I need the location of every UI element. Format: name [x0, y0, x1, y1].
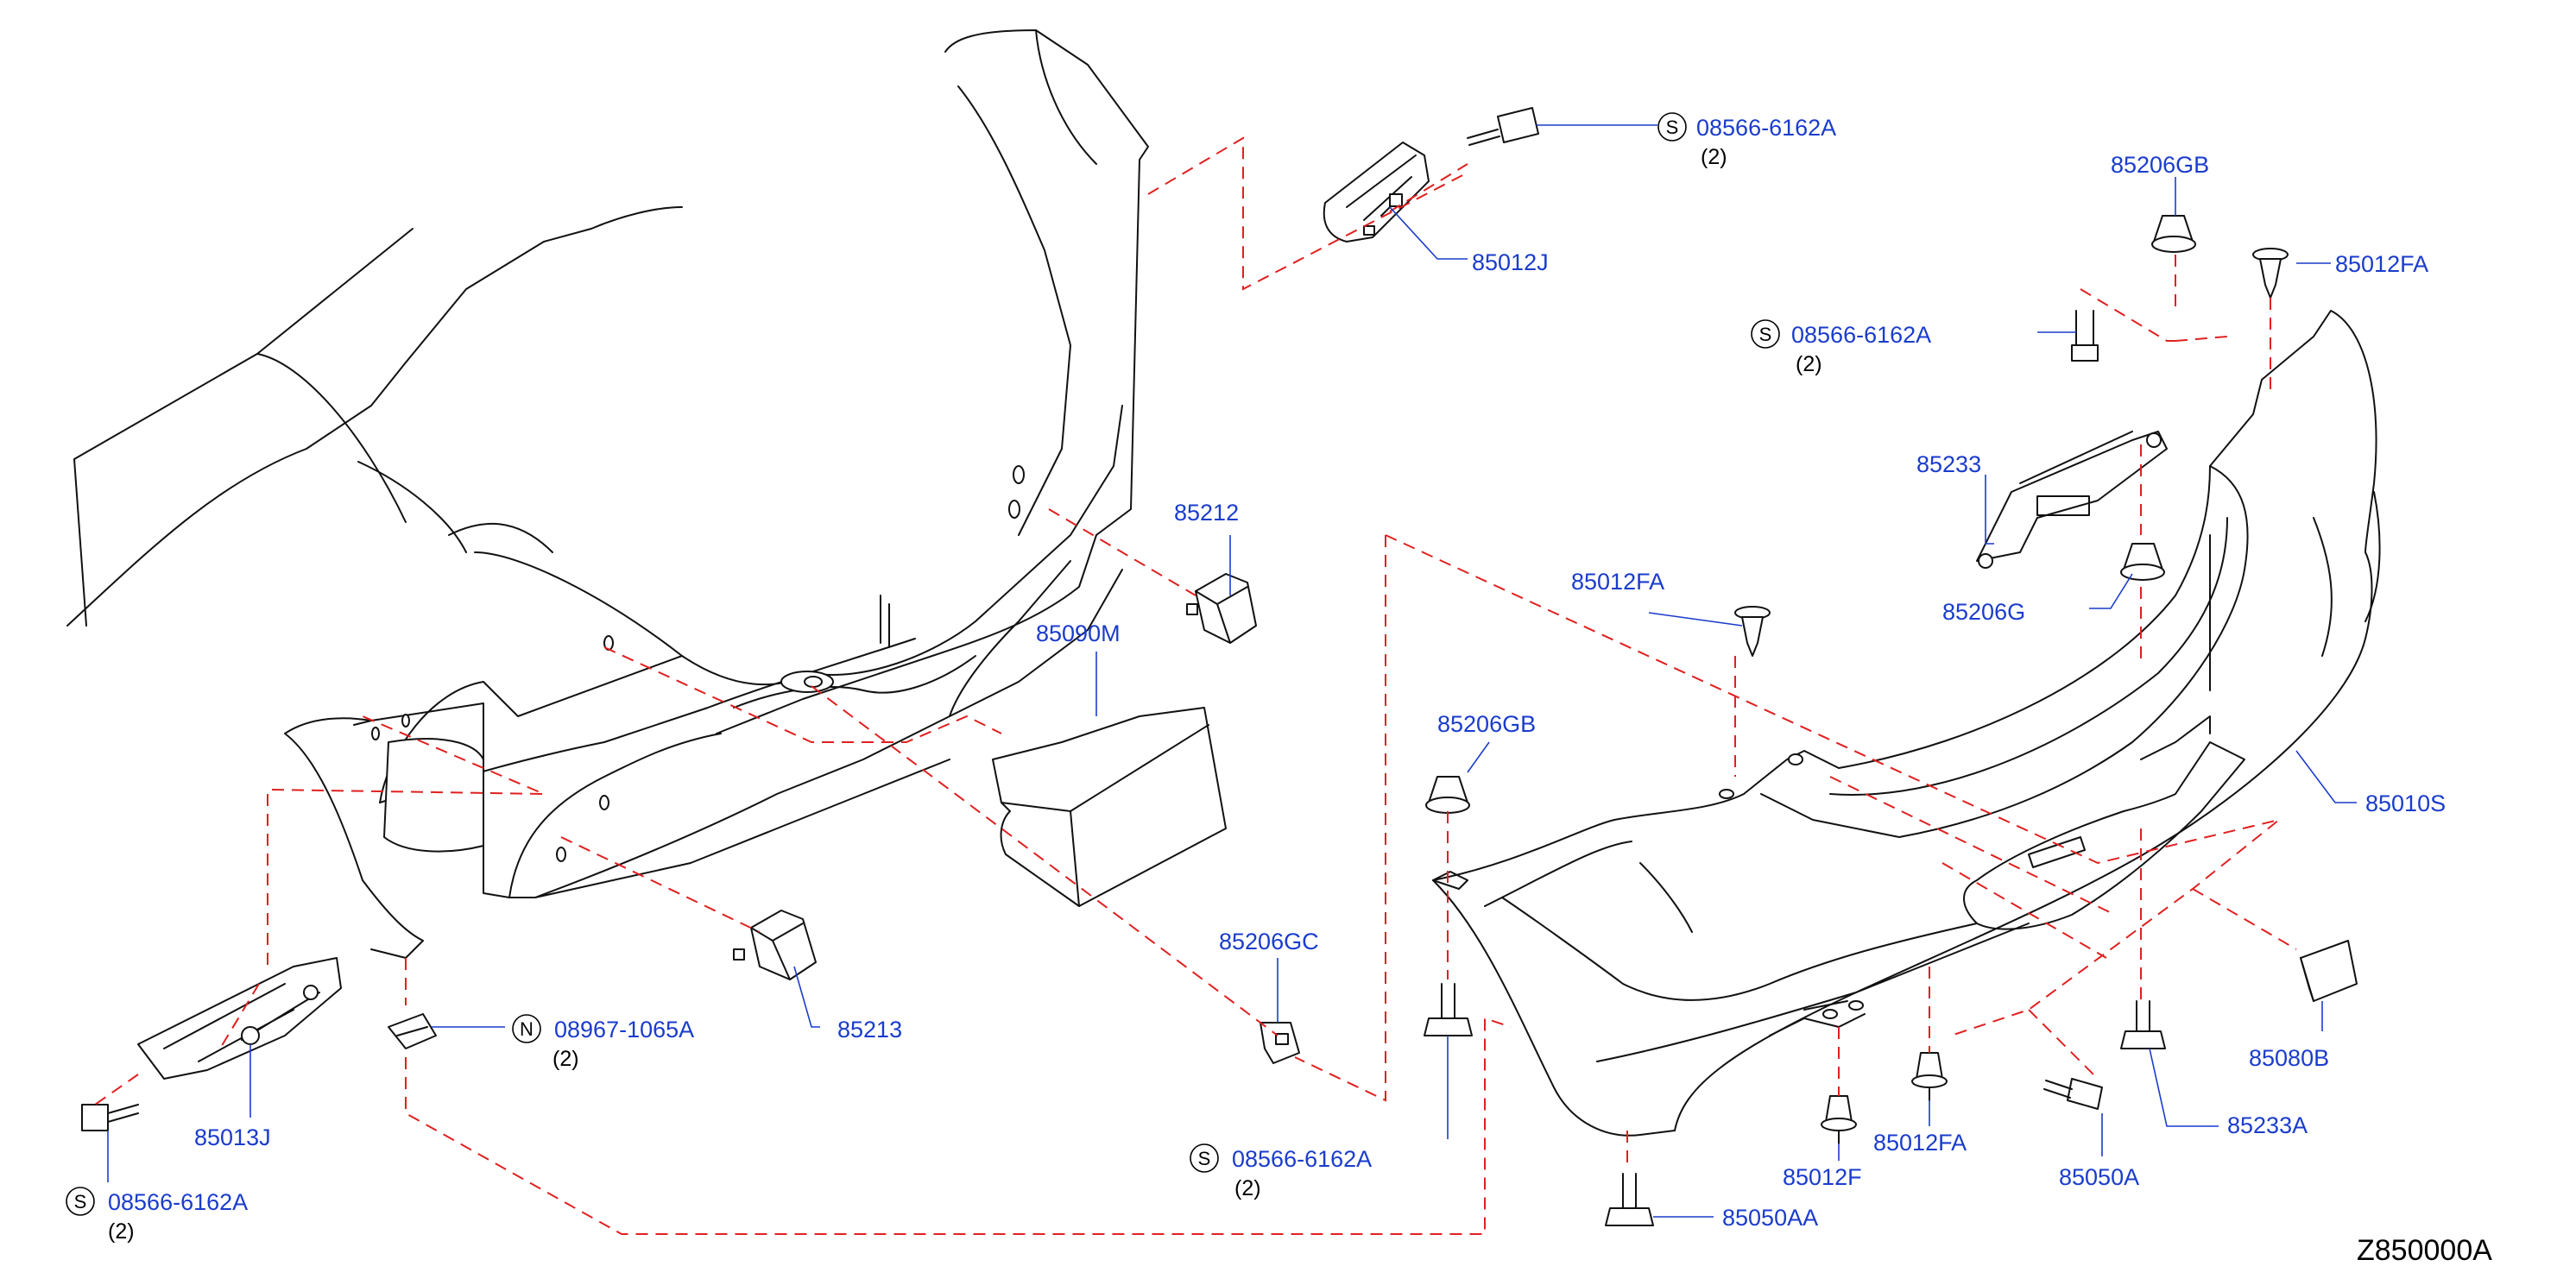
rivet-85012FA-mid	[1734, 606, 1771, 657]
part-label-85233A[interactable]: 85233A	[2227, 1112, 2308, 1138]
bolt-85233A	[2120, 1000, 2166, 1049]
clip-85206G	[2120, 543, 2165, 581]
bolt-85050A	[2043, 1078, 2103, 1110]
part-label-85050A[interactable]: 85050A	[2059, 1164, 2139, 1190]
bracket-85213	[733, 910, 817, 980]
part-label-85233[interactable]: 85233	[1916, 451, 1981, 477]
clip-85206GC	[1260, 1022, 1300, 1064]
qty-label-08967: (2)	[552, 1047, 579, 1071]
part-label-08566-6162A-right[interactable]: 08566-6162A	[1791, 322, 1931, 348]
rivet-85012FA-low	[1911, 1052, 1948, 1101]
part-label-85012FA-mid[interactable]: 85012FA	[1571, 569, 1664, 595]
bracket-85212	[1186, 573, 1257, 644]
rear-bumper-fascia-85010S	[1432, 310, 2381, 1137]
part-label-85010S[interactable]: 85010S	[2365, 791, 2446, 816]
bracket-85012J	[1323, 142, 1430, 243]
badge-l5: S	[1751, 319, 1780, 349]
rivet-85012FA-top	[2252, 248, 2289, 299]
badge-l15: N	[512, 1014, 541, 1043]
svg-text:N: N	[520, 1018, 534, 1040]
part-label-08566-6162A-bottom[interactable]: 08566-6162A	[1232, 1146, 1372, 1172]
bolt-08566-top	[1467, 107, 1539, 146]
badge-l1: S	[1657, 112, 1687, 142]
svg-text:S: S	[74, 1191, 87, 1213]
svg-text:S: S	[1759, 324, 1772, 345]
part-label-85013J[interactable]: 85013J	[194, 1124, 271, 1150]
bracket-85013J	[137, 957, 342, 1080]
part-label-08566-6162A-left[interactable]: 08566-6162A	[108, 1189, 248, 1215]
part-label-85080B[interactable]: 85080B	[2249, 1045, 2329, 1071]
badge-l19: S	[1190, 1143, 1219, 1173]
part-label-85050AA[interactable]: 85050AA	[1722, 1205, 1818, 1231]
bolt-08566-right	[2071, 310, 2099, 362]
absorber-85090M	[992, 707, 1227, 907]
svg-text:S: S	[1666, 117, 1679, 138]
clip-85206GB-left	[1425, 776, 1470, 814]
part-label-08566-6162A-top[interactable]: 08566-6162A	[1696, 115, 1836, 141]
part-label-85212[interactable]: 85212	[1174, 500, 1239, 526]
bracket-85233	[1976, 431, 2168, 569]
clip-85206GB-top	[2151, 215, 2196, 253]
leader-lines	[107, 124, 2357, 1218]
vehicle-body-outline	[66, 29, 1149, 959]
diagram-reference-code: Z850000A	[2357, 1234, 2492, 1267]
rivet-85012F	[1821, 1095, 1857, 1144]
part-label-85213[interactable]: 85213	[837, 1017, 902, 1042]
badge-l18: S	[66, 1187, 95, 1216]
part-label-08967-1065A[interactable]: 08967-1065A	[554, 1017, 694, 1042]
part-label-85012J[interactable]: 85012J	[1472, 249, 1549, 275]
part-label-85206GB-top[interactable]: 85206GB	[2111, 152, 2209, 178]
assembly-lines	[94, 136, 2297, 1235]
part-label-85206GB-left[interactable]: 85206GB	[1437, 711, 1536, 737]
qty-label-right: (2)	[1796, 352, 1822, 376]
bolt-85050AA	[1605, 1173, 1654, 1226]
qty-label-top: (2)	[1701, 145, 1727, 169]
bolt-08566-left	[81, 1104, 139, 1131]
part-label-85206GC[interactable]: 85206GC	[1219, 929, 1319, 954]
part-label-85206G[interactable]: 85206G	[1942, 599, 2025, 625]
bolt-left-bumper	[1424, 983, 1473, 1036]
part-label-85012FA-top[interactable]: 85012FA	[2335, 251, 2428, 277]
part-label-85090M[interactable]: 85090M	[1036, 620, 1121, 646]
part-label-85012F[interactable]: 85012F	[1783, 1164, 1862, 1190]
qty-label-bottom: (2)	[1234, 1176, 1261, 1200]
cover-85080B	[2300, 940, 2358, 1002]
qty-label-left: (2)	[108, 1219, 135, 1244]
part-label-85012FA-low[interactable]: 85012FA	[1873, 1130, 1967, 1156]
svg-text:S: S	[1198, 1148, 1211, 1169]
clip-nut-08967	[388, 1013, 437, 1049]
